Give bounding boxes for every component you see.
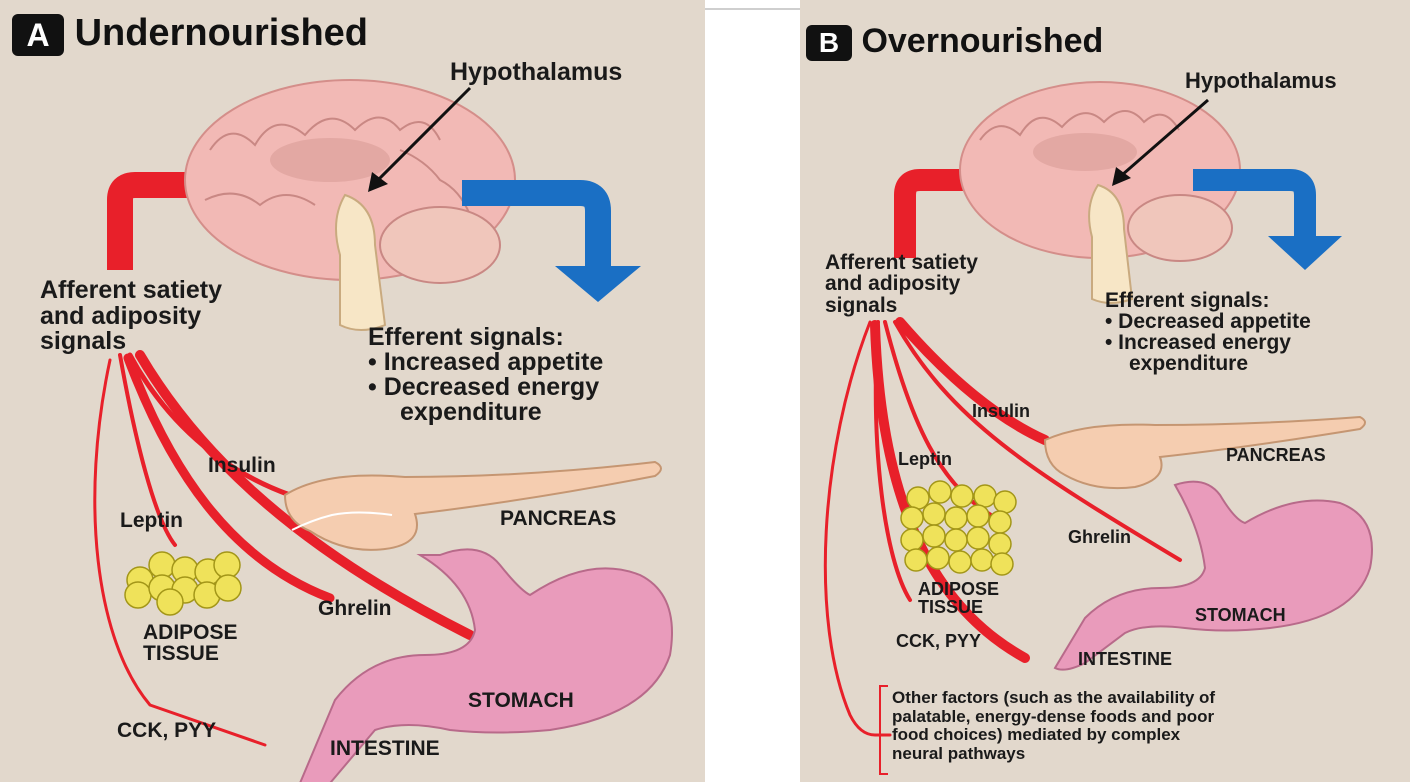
panel-overnourished: B Overnourished Hypothalamus Afferent sa… — [800, 0, 1410, 782]
stomach-label: STOMACH — [1195, 606, 1286, 624]
brain — [960, 82, 1240, 303]
ghrelin-label: Ghrelin — [1068, 528, 1131, 546]
panel-b-badge: B — [806, 25, 852, 61]
hypothalamus-label: Hypothalamus — [450, 60, 622, 86]
stomach — [1055, 482, 1372, 670]
adipose-tissue-label: ADIPOSE TISSUE — [143, 622, 238, 665]
adipose-tissue-label: ADIPOSE TISSUE — [918, 580, 999, 617]
panel-undernourished: A Undernourished Hypothalamus Afferent s… — [0, 0, 705, 782]
cck-pyy-label: CCK, PYY — [117, 720, 216, 741]
pancreas-label: PANCREAS — [500, 508, 616, 529]
panel-a-title: A Undernourished — [12, 12, 368, 56]
efferent-signals-label: Efferent signals: • Increased appetite •… — [368, 325, 603, 425]
top-divider-line — [705, 8, 800, 10]
pancreas-label: PANCREAS — [1226, 446, 1326, 464]
efferent-signals-label: Efferent signals: • Decreased appetite •… — [1105, 290, 1311, 374]
panel-a-title-text: Undernourished — [75, 12, 368, 54]
stomach-label: STOMACH — [468, 690, 574, 711]
cck-pyy-label: CCK, PYY — [896, 632, 981, 650]
panel-b-title-text: Overnourished — [861, 22, 1103, 60]
leptin-label: Leptin — [120, 510, 183, 531]
panel-b-title: B Overnourished — [806, 22, 1103, 61]
afferent-signals-label: Afferent satiety and adiposity signals — [825, 252, 978, 316]
insulin-label: Insulin — [972, 402, 1030, 420]
adipose-tissue — [125, 552, 241, 615]
other-factors-note: Other factors (such as the availability … — [892, 689, 1215, 764]
intestine-label: INTESTINE — [330, 738, 440, 759]
ghrelin-label: Ghrelin — [318, 598, 392, 619]
intestine-label: INTESTINE — [1078, 650, 1172, 668]
panel-a-badge: A — [12, 14, 64, 56]
adipose-tissue — [901, 481, 1016, 575]
leptin-label: Leptin — [898, 450, 952, 468]
hypothalamus-label: Hypothalamus — [1185, 70, 1337, 92]
insulin-label: Insulin — [208, 455, 276, 476]
pancreas — [285, 462, 661, 550]
other-factors-bracket — [880, 686, 888, 774]
afferent-signals-label: Afferent satiety and adiposity signals — [40, 278, 222, 355]
